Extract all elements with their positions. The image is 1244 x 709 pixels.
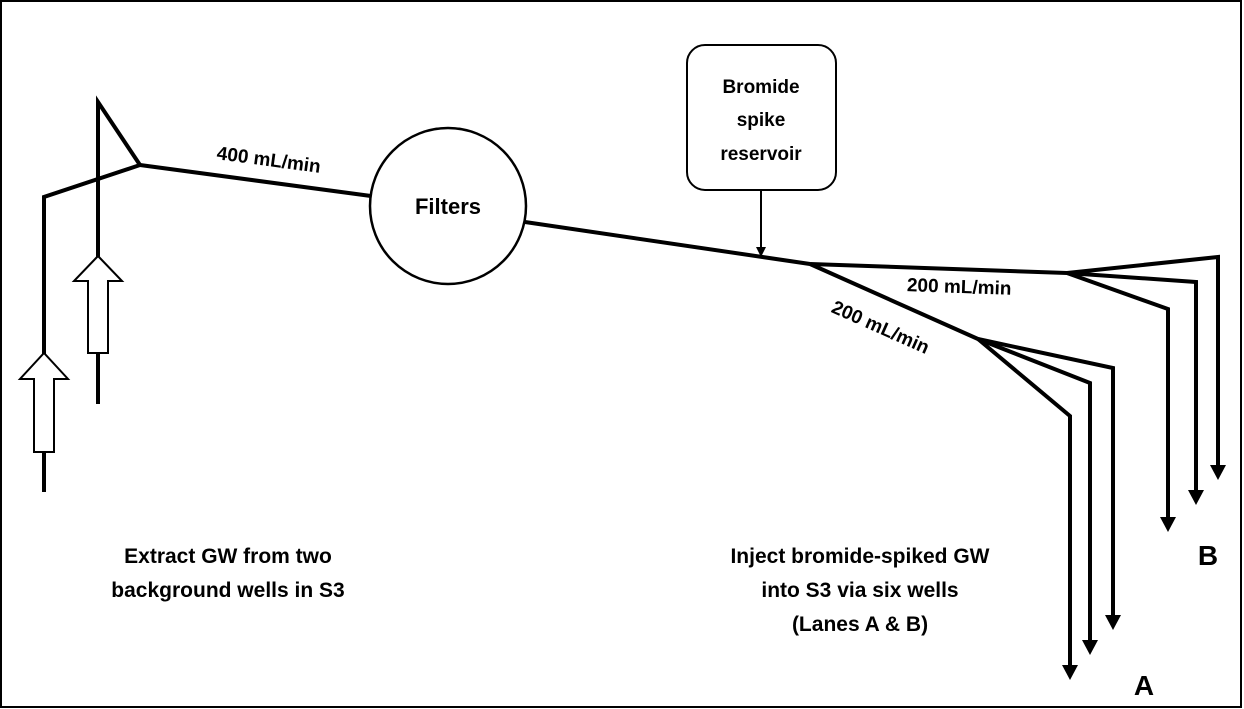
- inject-caption-line2: into S3 via six wells: [761, 579, 958, 602]
- lane-a-flow-rate-label: 200 mL/min: [828, 297, 932, 359]
- extraction-flow-arrow-1: [17, 351, 71, 453]
- reservoir-label-line2: spike: [737, 110, 786, 131]
- extract-caption-line1: Extract GW from two: [124, 545, 332, 568]
- lane-b-well-1: [1066, 254, 1220, 465]
- main-pipe-to-split: [524, 220, 811, 266]
- lane-a-arrowhead-1: [1105, 615, 1121, 630]
- lane-a-well-3: [976, 337, 1072, 665]
- lane-a-arrowhead-3: [1062, 665, 1078, 680]
- lane-b-label: B: [1198, 540, 1218, 571]
- lane-b-pipe: [809, 262, 1068, 275]
- inject-caption-line1: Inject bromide-spiked GW: [730, 545, 989, 568]
- lane-a-well-2: [977, 337, 1092, 640]
- filters-label: Filters: [415, 194, 481, 219]
- inject-caption-line3: (Lanes A & B): [792, 613, 928, 636]
- lane-a-pipe: [809, 262, 979, 341]
- lane-a-well-1: [977, 337, 1115, 615]
- reservoir-label-line3: reservoir: [720, 144, 802, 165]
- lane-b-well-2: [1066, 271, 1198, 490]
- lane-b-arrowhead-2: [1188, 490, 1204, 505]
- extract-caption-line2: background wells in S3: [111, 579, 344, 602]
- extraction-well-2-pipe: [96, 95, 142, 404]
- lane-b-arrowhead-3: [1160, 517, 1176, 532]
- filters-unit: [368, 126, 528, 286]
- main-pipe-to-filters: [139, 163, 372, 198]
- lane-b-well-3: [1066, 271, 1170, 517]
- reservoir-label-line1: Bromide: [722, 77, 799, 98]
- main-flow-rate-label: 400 mL/min: [216, 143, 322, 178]
- lane-b-arrowhead-1: [1210, 465, 1226, 480]
- extraction-flow-arrow-2: [71, 254, 125, 354]
- lane-a-label: A: [1134, 670, 1154, 701]
- lane-a-arrowhead-2: [1082, 640, 1098, 655]
- lane-b-flow-rate-label: 200 mL/min: [907, 275, 1012, 300]
